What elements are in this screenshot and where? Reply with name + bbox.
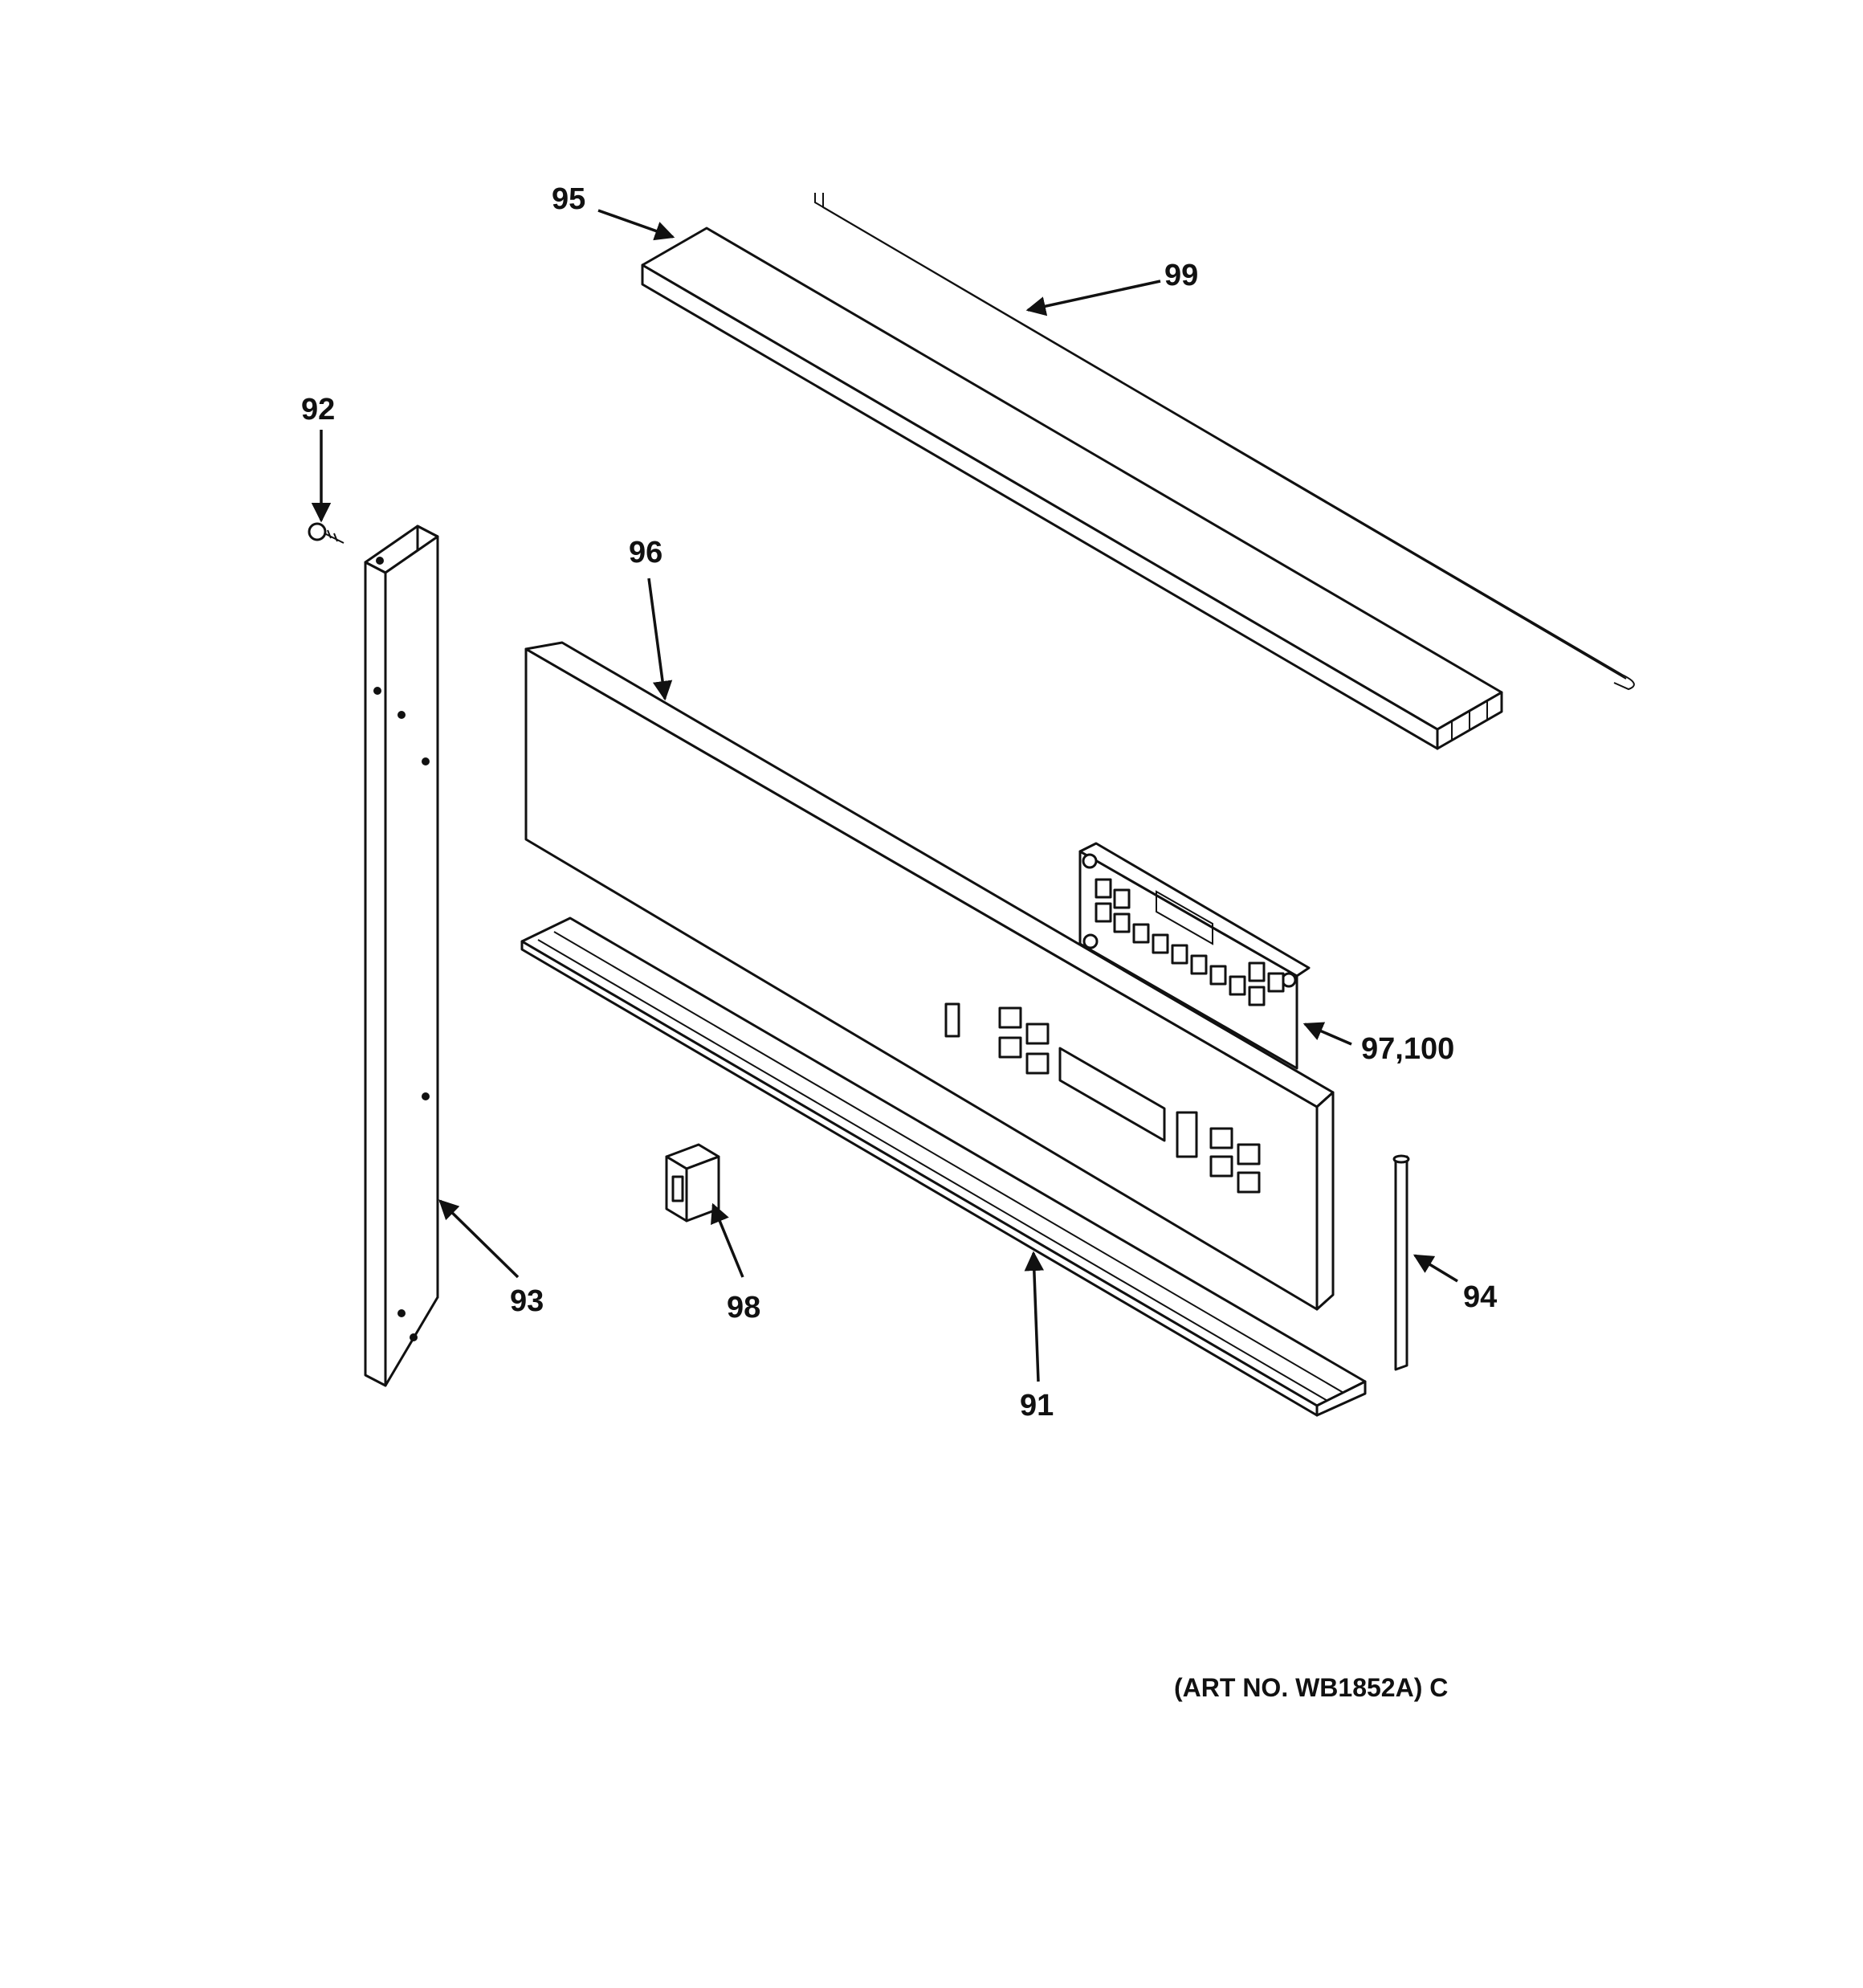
- callout-98: 98: [727, 1291, 760, 1325]
- part-92-screw: [308, 522, 344, 544]
- part-91-bottom-rail: [520, 916, 1367, 1417]
- part-97-100-control-board: [1078, 842, 1311, 1070]
- callout-91: 91: [1020, 1389, 1054, 1423]
- part-98-switch: [665, 1143, 720, 1223]
- callout-95: 95: [552, 182, 585, 216]
- part-99-rod: [814, 193, 1635, 691]
- callout-93: 93: [510, 1284, 544, 1318]
- callout-94: 94: [1463, 1280, 1497, 1314]
- part-94-trim-strip: [1392, 1154, 1410, 1371]
- callout-99: 99: [1164, 259, 1198, 292]
- part-95-top-trim: [641, 227, 1503, 750]
- part-96-control-panel: [524, 641, 1335, 1311]
- panel-buttons-left: [998, 1006, 1050, 1075]
- callout-97-100: 97,100: [1361, 1032, 1454, 1066]
- callout-92: 92: [301, 393, 335, 427]
- board-keys: [1095, 878, 1285, 1006]
- panel-buttons-right: [1209, 1127, 1261, 1194]
- callout-96: 96: [629, 536, 662, 569]
- display-window: [1058, 1047, 1166, 1142]
- leader-arrows: [311, 209, 1458, 1382]
- art-number: (ART NO. WB1852A) C: [1174, 1673, 1448, 1702]
- part-93-side-bracket: [364, 525, 439, 1387]
